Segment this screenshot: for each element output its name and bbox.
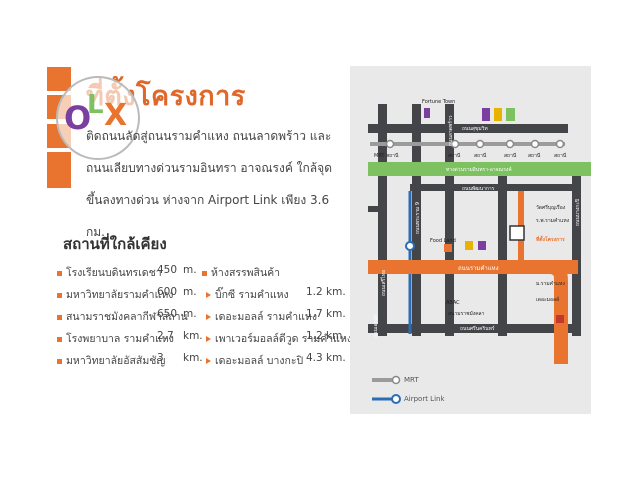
- list-item-dist: 450: [157, 264, 178, 276]
- list-item-unit: km.: [183, 352, 203, 364]
- list-item: โรงพยาบาล รามคำแหง: [57, 330, 174, 347]
- bullet-icon: [57, 314, 62, 320]
- road-v-mid1: [412, 104, 421, 336]
- map-label-fortune: Fortune Town: [422, 99, 456, 105]
- malls-heading: ห้างสรรพสินค้า: [202, 264, 280, 281]
- bullet-icon: [57, 292, 62, 298]
- list-item-dist: 2.7: [157, 330, 174, 342]
- map-label-sukhumvit: ถนนสุขุมวิท: [462, 126, 488, 132]
- map-label-road-mid2: ถนนลาดพร้าว: [448, 115, 454, 146]
- list-item-dist: 4.3 km.: [306, 352, 346, 364]
- map-label-seri: ถนนเสรีไทย: [381, 269, 387, 296]
- map-label-wat: วัดศรีบุญเรือง: [536, 205, 566, 211]
- list-item-dist: 1.2 km.: [306, 286, 346, 298]
- bullet-icon: [57, 358, 62, 364]
- road-v-mid3: [498, 176, 507, 336]
- road-v-right: [572, 176, 581, 336]
- road-h-bottom: [368, 324, 581, 333]
- map-label-road-left: ถนนเอกมัย: [373, 314, 379, 338]
- accent-square-4: [47, 152, 71, 188]
- expressway: [368, 162, 591, 176]
- location-map: ถนนสุขุมวิท ทางด่วนรามอินทรา-อาจณรงค์ ถน…: [350, 66, 591, 414]
- map-label-st4: สถานี: [528, 153, 541, 159]
- map-label-project: ที่ตั้งโครงการ: [536, 237, 565, 243]
- map-label-mrt-station: MRT สถานี: [374, 153, 399, 159]
- accent-square-1: [47, 67, 71, 91]
- list-item-dist: 1.2 km.: [306, 330, 346, 342]
- road-h-2: [410, 184, 580, 191]
- arrow-icon: [206, 314, 211, 320]
- logo-text-x: X: [104, 98, 128, 133]
- map-label-ramkhamhaeng: ถนนรามคำแหง: [458, 265, 499, 272]
- map-graphic: [368, 104, 591, 404]
- bullet-icon: [57, 336, 62, 342]
- map-label-st3: สถานี: [504, 153, 517, 159]
- list-item: บิ๊กซี รามคำแหง: [206, 286, 289, 303]
- road-v-mid2: [445, 104, 454, 336]
- bullet-icon: [202, 270, 207, 276]
- arrow-icon: [206, 358, 211, 364]
- list-item-dist: 600: [157, 286, 178, 298]
- map-label-the-mall: เดอะมอลล์: [536, 297, 560, 303]
- list-item: เดอะมอลล์ รามคำแหง: [206, 308, 317, 325]
- map-label-university: ม.รามคำแหง: [536, 281, 565, 287]
- list-item: เดอะมอลล์ บางกะปิ: [206, 352, 303, 369]
- map-label-food-land: Food Land: [430, 238, 456, 244]
- logo-text-o: O: [64, 99, 92, 137]
- list-item-unit: m.: [183, 308, 197, 320]
- list-item-dist: 650: [157, 308, 178, 320]
- logo-text-l: L: [87, 90, 104, 120]
- list-item-dist: 1.7 km.: [306, 308, 346, 320]
- map-label-abac: ABAC: [446, 300, 460, 306]
- list-item-unit: m.: [183, 264, 197, 276]
- list-item: มหาวิทยาลัยรามคำแหง: [57, 286, 173, 303]
- road-v-left: [378, 104, 387, 336]
- list-item-unit: m.: [183, 286, 197, 298]
- road-h-top: [368, 124, 568, 133]
- project-description: ติดถนนลัดสู่ถนนรามคำแหง ถนนลาดพร้าว และถ…: [86, 129, 332, 239]
- map-label-road-right: ถนนบางกะปิ: [575, 198, 581, 226]
- list-item: เพาเวอร์มอลล์ดีวูด รามคำแหง: [206, 330, 352, 347]
- road-ramkhamhaeng: [368, 260, 578, 274]
- list-item: โรงเรียนบดินทรเดชา: [57, 264, 162, 281]
- list-item-unit: km.: [183, 330, 203, 342]
- legend-mrt: MRT: [404, 376, 419, 384]
- map-label-pattanakarn: ถนนพัฒนาการ: [462, 186, 495, 192]
- list-item: สนามราชมังคลากีฬาสถาน: [57, 308, 188, 325]
- nearby-places-heading: สถานที่ใกล้เคียง: [63, 235, 167, 253]
- map-label-st1: สถานี: [448, 153, 461, 159]
- olx-logo: O L X: [56, 76, 140, 160]
- arrow-icon: [206, 292, 211, 298]
- map-label-stadium: สนามราชมังคลา: [448, 311, 485, 317]
- map-label-st5: สถานี: [554, 153, 567, 159]
- map-label-expressway: ทางด่วนรามอินทรา-อาจณรงค์: [446, 167, 512, 173]
- bullet-icon: [57, 270, 62, 276]
- map-label-road-mid1: ถนนพระราม 9: [415, 201, 421, 234]
- list-item-dist: 3: [157, 352, 164, 364]
- map-label-hospital: ร.พ.รามคำแหง: [536, 218, 570, 224]
- map-label-srinakarin: ถนนศรีนครินทร์: [460, 326, 495, 332]
- arrow-icon: [206, 336, 211, 342]
- list-item: มหาวิทยาลัยอัสสัมชัญ: [57, 352, 165, 369]
- legend-airport-link: Airport Link: [404, 395, 445, 403]
- map-label-st2: สถานี: [474, 153, 487, 159]
